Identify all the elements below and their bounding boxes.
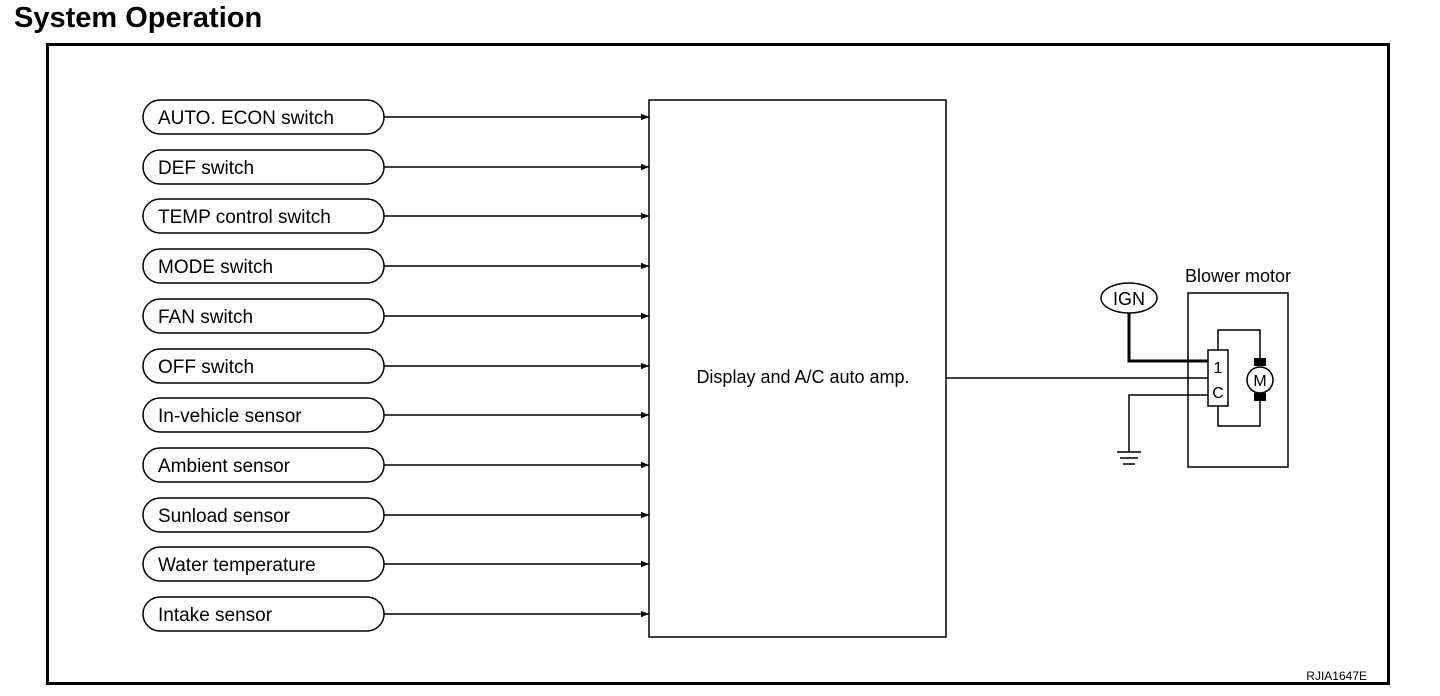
input-label: Ambient sensor — [158, 456, 291, 477]
motor-brush-top — [1254, 358, 1266, 366]
ground-icon — [1117, 451, 1141, 465]
input-label: MODE switch — [158, 257, 273, 278]
input-label: OFF switch — [158, 357, 254, 378]
input-label: Sunload sensor — [158, 506, 291, 527]
input-label: In-vehicle sensor — [158, 406, 302, 427]
blower-motor-box — [1187, 292, 1289, 468]
input-label: Water temperature — [158, 555, 316, 576]
motor-label: M — [1253, 373, 1266, 390]
page-title: System Operation — [14, 2, 263, 34]
auto-amp-label: Display and A/C auto amp. — [696, 367, 909, 387]
connector-pin-label: 1 — [1214, 360, 1223, 377]
input-label: TEMP control switch — [158, 207, 331, 228]
ground-wire — [1128, 394, 1208, 452]
motor-wire-top — [1217, 329, 1261, 362]
motor-wire-bottom — [1217, 398, 1261, 427]
motor-icon — [1246, 366, 1274, 394]
ign-label: IGN — [1113, 289, 1145, 309]
diagram-frame — [46, 43, 1390, 685]
blower-motor-label: Blower motor — [1185, 266, 1291, 286]
connector-id-label: C — [1212, 385, 1224, 402]
reference-code: RJIA1647E — [1306, 669, 1367, 683]
input-label: AUTO. ECON switch — [158, 108, 334, 129]
input-label: Intake sensor — [158, 605, 273, 626]
input-label: FAN switch — [158, 307, 253, 328]
auto-amp-box — [648, 99, 947, 638]
input-label: DEF switch — [158, 158, 254, 179]
ign-wire — [1127, 313, 1208, 363]
motor-brush-bottom — [1254, 393, 1266, 401]
